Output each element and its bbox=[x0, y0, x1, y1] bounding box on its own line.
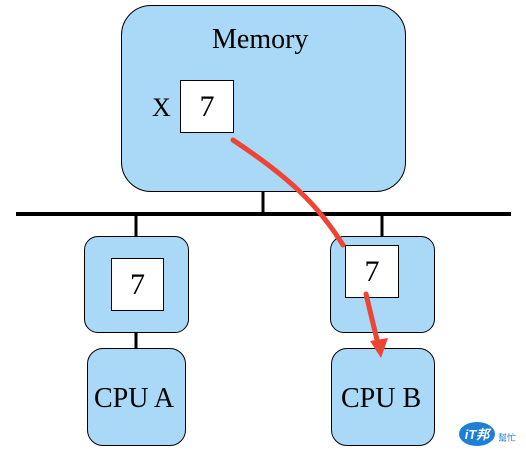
data-flow-path bbox=[230, 137, 346, 248]
ithome-logo: iT邦 幫忙 bbox=[458, 418, 522, 453]
cpu-b: CPU B bbox=[331, 348, 435, 446]
cpu-a-label: CPU A bbox=[94, 383, 175, 414]
memory-title: Memory bbox=[212, 24, 309, 55]
arrowhead-icon bbox=[370, 338, 388, 358]
svg-text:iT邦: iT邦 bbox=[465, 427, 493, 442]
cpu-b-label: CPU B bbox=[341, 383, 422, 414]
memory-variable-name: X bbox=[152, 93, 171, 122]
cpu-a: CPU A bbox=[87, 348, 186, 446]
ithome-logo-icon: iT邦 幫忙 bbox=[459, 422, 516, 446]
memory-block: Memory X bbox=[121, 5, 406, 192]
cache-b-value: 7 bbox=[345, 245, 399, 298]
memory-variable-value: 7 bbox=[180, 80, 234, 133]
data-flow-path-lower bbox=[363, 291, 381, 347]
cache-a-value: 7 bbox=[111, 258, 164, 311]
svg-text:幫忙: 幫忙 bbox=[498, 432, 516, 444]
